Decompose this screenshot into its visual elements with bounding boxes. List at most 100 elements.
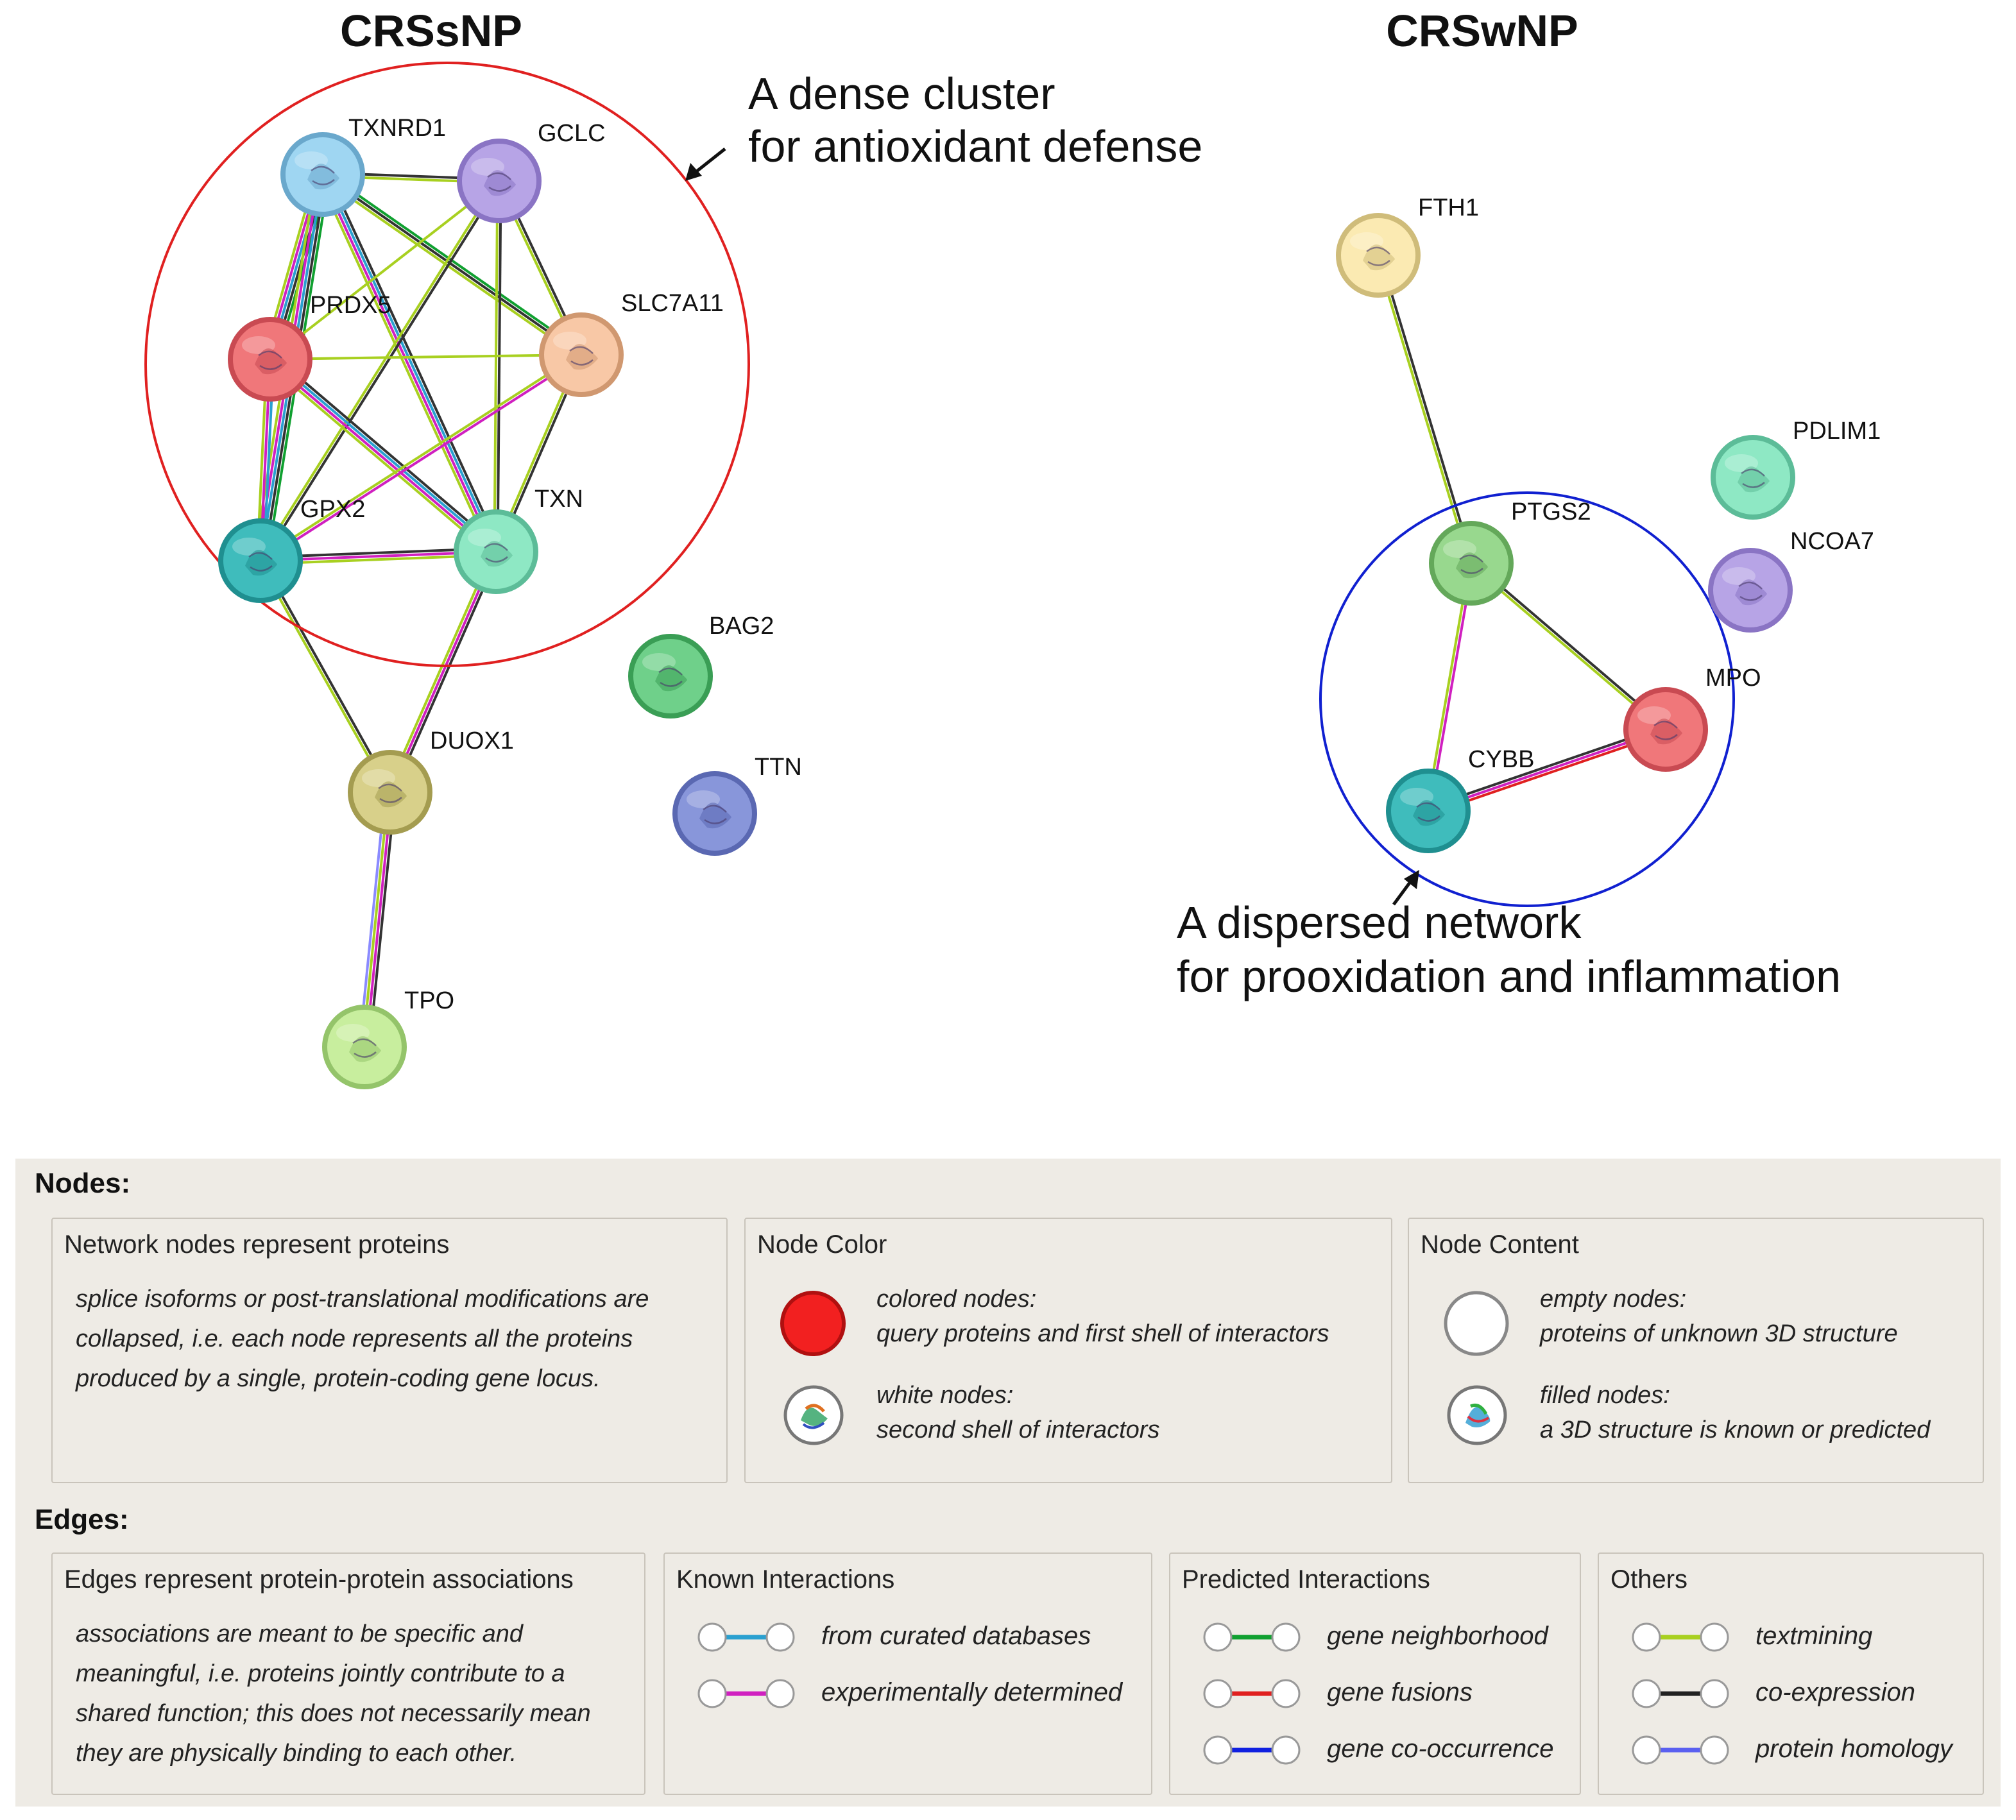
protein-structure-detail	[378, 783, 402, 803]
legend-box-node-content: Node Content empty nodes: proteins of un…	[1408, 1218, 1984, 1483]
protein-node-tpo[interactable]: TPO	[322, 987, 454, 1089]
protein-structure-detail	[248, 552, 273, 572]
edge-channel-co-expression	[496, 181, 502, 552]
edge-type-label: experimentally determined	[821, 1678, 1123, 1706]
dense-cluster-circle	[144, 62, 750, 667]
protein-node-mpo[interactable]: MPO	[1623, 665, 1761, 772]
edge-swatch-icon	[1203, 1679, 1301, 1708]
dispersed-network-annotation-line1: A dispersed network	[1177, 897, 1582, 948]
edge-channel-co-expression	[261, 181, 502, 563]
node-label: TXNRD1	[348, 115, 446, 142]
legend-box-title: Others	[1610, 1565, 1688, 1594]
legend-edges-title: Edges:	[35, 1504, 129, 1535]
description-line: meaningful, i.e. proteins jointly contri…	[76, 1660, 565, 1687]
description-line: they are physically binding to each othe…	[76, 1740, 517, 1767]
protein-structure-detail	[352, 1038, 377, 1058]
dense-cluster-annotation-line2: for antioxidant defense	[748, 121, 1202, 171]
legend-box-edges-represent: Edges represent protein-protein associat…	[51, 1552, 645, 1795]
protein-node-txnrd1[interactable]: TXNRD1	[280, 115, 446, 217]
protein-structure-detail	[658, 667, 683, 687]
protein-structure-detail	[258, 350, 282, 370]
node-label: NCOA7	[1790, 528, 1874, 555]
legend-panel: Nodes: Network nodes represent proteins …	[15, 1159, 2001, 1807]
edge-FTH1-PTGS2	[1375, 254, 1474, 565]
edge-channel-co-expression	[321, 173, 583, 356]
edge-channel-textmining	[320, 176, 581, 359]
legend-box-node-color: Node Color colored nodes: query proteins…	[744, 1218, 1392, 1483]
left-panel-title: CRSsNP	[340, 6, 522, 56]
edge-GCLC-PRDX5	[269, 180, 500, 361]
edge-channel-experimental	[261, 355, 583, 563]
edge-channel-experimental	[268, 359, 496, 554]
edge-type-label: protein homology	[1755, 1735, 1952, 1763]
legend-box-description: splice isoforms or post-translational mo…	[76, 1279, 649, 1399]
edge-SLC7A11-GPX2	[259, 352, 583, 563]
protein-node-ncoa7[interactable]: NCOA7	[1708, 528, 1874, 633]
protein-node-slc7a11[interactable]: SLC7A11	[539, 290, 724, 397]
protein-node-cybb[interactable]: CYBB	[1386, 746, 1534, 853]
node-label: MPO	[1705, 665, 1761, 692]
item-description: a 3D structure is known or predicted	[1540, 1416, 1931, 1443]
dispersed-network-annotation-line2: for prooxidation and inflammation	[1177, 951, 1841, 1001]
edge-type-label: gene fusions	[1327, 1678, 1473, 1706]
edge-channel-textmining	[317, 176, 493, 555]
protein-node-bag2[interactable]: BAG2	[628, 613, 774, 719]
legend-nodes-title: Nodes:	[35, 1168, 131, 1199]
edge-type-label: from curated databases	[821, 1622, 1091, 1650]
dispersed-network-circle	[1319, 491, 1735, 907]
item-description: proteins of unknown 3D structure	[1540, 1320, 1898, 1347]
edge-channel-textmining	[266, 362, 494, 557]
edge-swatch-icon	[1632, 1735, 1729, 1765]
protein-node-prdx5[interactable]: PRDX5	[228, 292, 391, 402]
edge-channel-co-expression	[261, 559, 393, 792]
dense-cluster-annotation-line1: A dense cluster	[748, 69, 1055, 119]
edge-GCLC-GPX2	[258, 179, 502, 563]
item-label: filled nodes:	[1540, 1382, 1670, 1409]
protein-node-gpx2[interactable]: GPX2	[218, 496, 365, 603]
edge-channel-curated	[323, 173, 499, 552]
node-label: DUOX1	[430, 727, 514, 754]
edge-channel-co-expression	[326, 171, 502, 550]
protein-node-duox1[interactable]: DUOX1	[348, 727, 514, 835]
edge-TXN-DUOX1	[386, 550, 500, 794]
edge-swatch-icon	[1203, 1622, 1301, 1652]
node-label: GCLC	[538, 120, 606, 147]
edge-channel-textmining	[258, 179, 499, 561]
node-label: TXN	[534, 486, 583, 513]
protein-node-ptgs2[interactable]: PTGS2	[1429, 498, 1591, 606]
protein-node-txn[interactable]: TXN	[454, 486, 583, 594]
protein-node-ttn[interactable]: TTN	[672, 754, 802, 856]
edge-PRDX5-SLC7A11	[269, 353, 582, 361]
node-label: TTN	[755, 754, 802, 781]
edge-channel-co-expression	[1471, 561, 1668, 729]
protein-structure-detail	[1459, 554, 1483, 574]
edge-channel-textmining	[1375, 255, 1471, 565]
edge-channel-textmining	[257, 561, 390, 794]
edge-channel-gene-neighborhood	[323, 171, 585, 353]
edge-channel-curated	[270, 357, 498, 552]
edge-DUOX1-TPO	[358, 792, 397, 1048]
edge-type-label: textmining	[1755, 1622, 1873, 1650]
node-label: PRDX5	[310, 292, 391, 319]
item-description: second shell of interactors	[876, 1416, 1160, 1443]
item-label: white nodes:	[876, 1382, 1014, 1409]
protein-node-fth1[interactable]: FTH1	[1336, 194, 1479, 298]
protein-node-gclc[interactable]: GCLC	[457, 120, 606, 223]
legend-box-title: Edges represent protein-protein associat…	[64, 1565, 574, 1594]
node-label: GPX2	[300, 496, 365, 523]
protein-node-pdlim1[interactable]: PDLIM1	[1711, 418, 1881, 520]
node-label: SLC7A11	[621, 290, 724, 317]
legend-box-known-interactions: Known Interactions from curated database…	[663, 1552, 1152, 1795]
edge-GPX2-DUOX1	[257, 559, 393, 794]
description-line: splice isoforms or post-translational mo…	[76, 1286, 649, 1313]
colored-node-icon	[780, 1291, 846, 1356]
edge-type-label: gene co-occurrence	[1327, 1735, 1554, 1763]
protein-structure-detail	[311, 166, 335, 185]
protein-structure-detail	[703, 804, 727, 824]
edge-TXNRD1-TXN	[317, 171, 502, 555]
edge-swatch-icon	[1632, 1622, 1729, 1652]
legend-box-title: Network nodes represent proteins	[64, 1230, 450, 1259]
legend-box-nodes-represent: Network nodes represent proteins splice …	[51, 1218, 728, 1483]
